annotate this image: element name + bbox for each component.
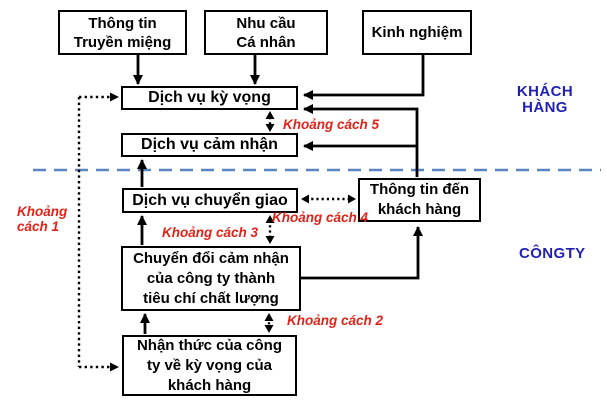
box-personal-needs: Nhu cầu Cá nhân [204, 10, 328, 55]
gap5-double-arrow [265, 111, 275, 132]
gap1-label: Khoảng cách 1 [17, 204, 68, 234]
gap2-label: Khoảng cách 2 [287, 313, 384, 328]
arrow-experience-to-expected [303, 53, 425, 100]
gap5-label: Khoảng cách 5 [283, 117, 380, 132]
gap3-label: Khoảng cách 3 [162, 225, 259, 240]
company-section-label: CÔNGTY [519, 245, 586, 262]
box-external-communication: Thông tin đến khách hàng [358, 178, 481, 222]
box-perceived-service: Dịch vụ cảm nhận [121, 133, 298, 157]
gap1-dotted-connector [77, 95, 110, 369]
gap4-double-arrow [301, 194, 356, 204]
customer-section-label: KHÁCH HÀNG [516, 83, 574, 116]
box-quality-specs: Chuyển đổi cảm nhận của công ty thành ti… [121, 246, 301, 311]
box-management-perception: Nhận thức của công ty về kỳ vọng của khá… [122, 335, 297, 396]
gap1-arrowheads [110, 92, 119, 372]
arrow-specs-to-external-comm [301, 226, 423, 280]
gap2-double-arrow [264, 313, 274, 333]
gap4-label: Khoảng cách 4 [272, 210, 369, 225]
box-experience: Kinh nghiệm [362, 10, 472, 55]
box-word-of-mouth: Thông tin Truyền miệng [58, 10, 187, 55]
box-expected-service: Dịch vụ kỳ vọng [121, 86, 298, 110]
box-service-delivery: Dịch vụ chuyển giao [122, 188, 298, 213]
